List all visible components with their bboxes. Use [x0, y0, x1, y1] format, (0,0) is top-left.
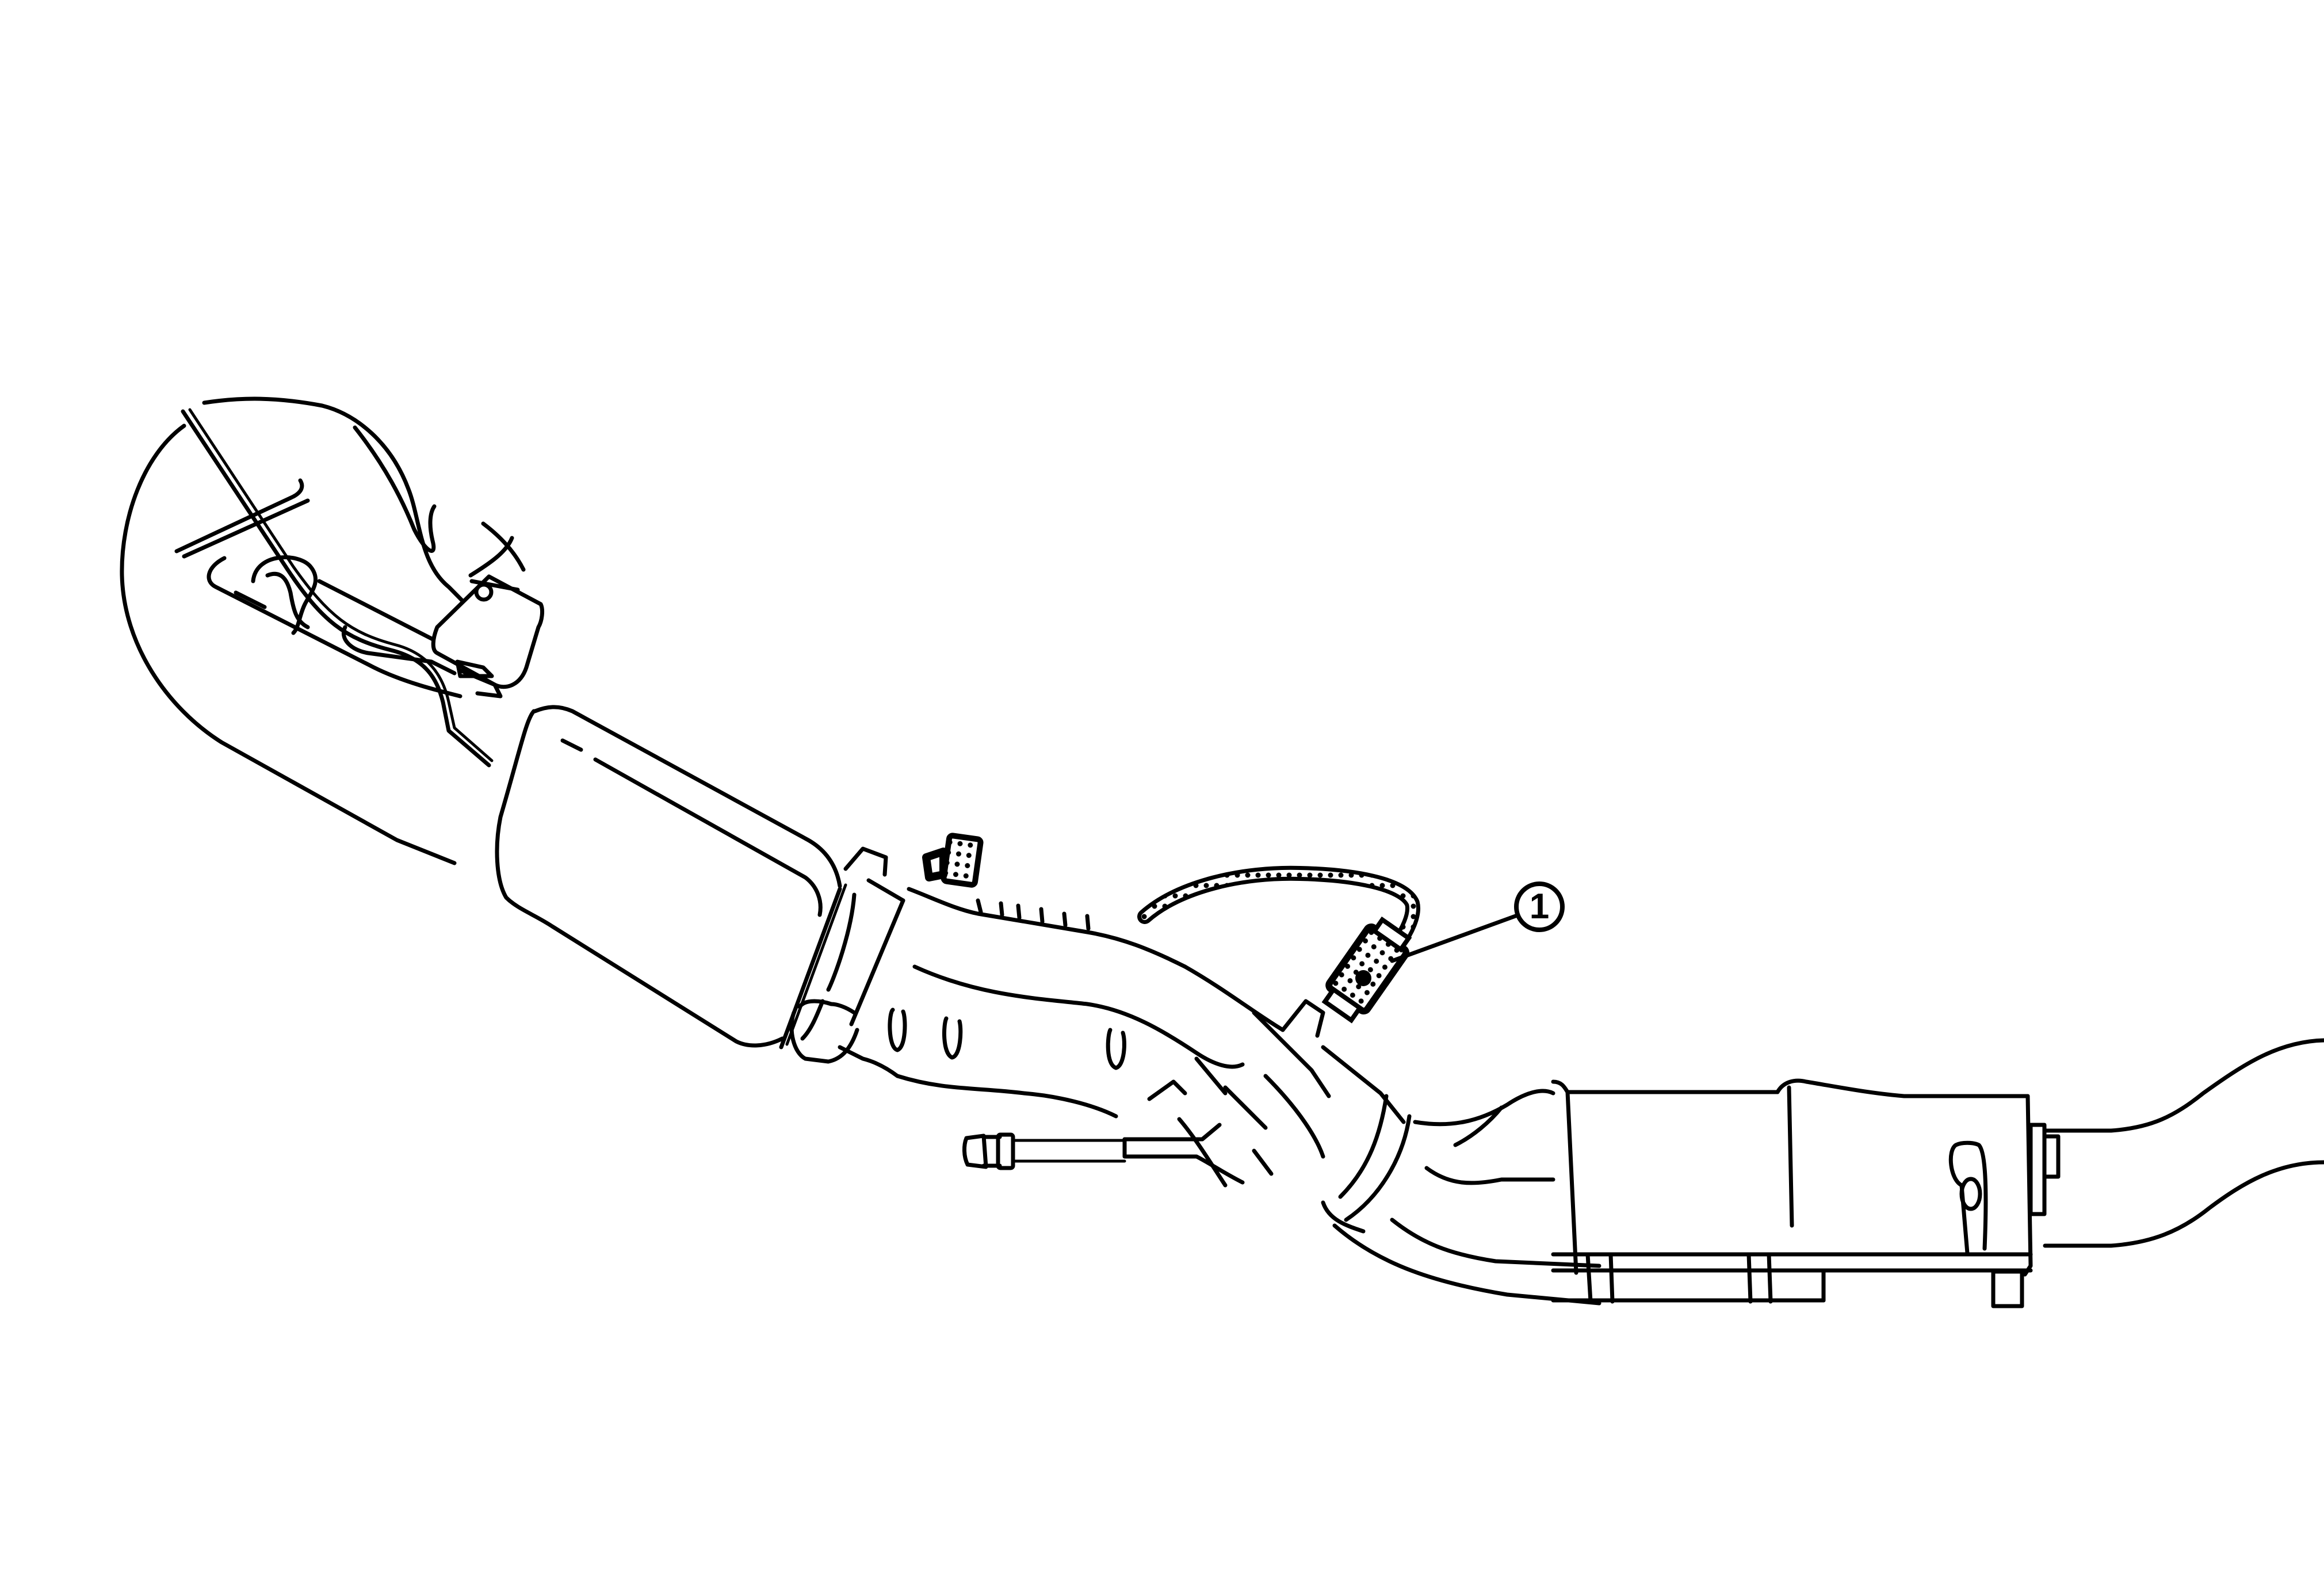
flange-bolt-hole-icon	[474, 582, 494, 602]
front-tube-flex	[789, 846, 1285, 1119]
manifold-catalyst-bulb	[120, 396, 545, 865]
harness-connector	[922, 833, 984, 888]
center-pipe-section	[962, 999, 1601, 1306]
callout-number-1: 1	[1529, 887, 1550, 926]
tail-pipe	[2043, 1038, 2324, 1248]
bracket-bolt-icon	[1959, 1177, 1982, 1211]
front-catalytic-converter	[495, 705, 857, 1049]
oxygen-sensor	[1137, 865, 1420, 1024]
center-catalyst	[1551, 1078, 2061, 1308]
callout-leader-line	[1390, 913, 1521, 963]
callout-circle-icon	[1514, 881, 1565, 932]
